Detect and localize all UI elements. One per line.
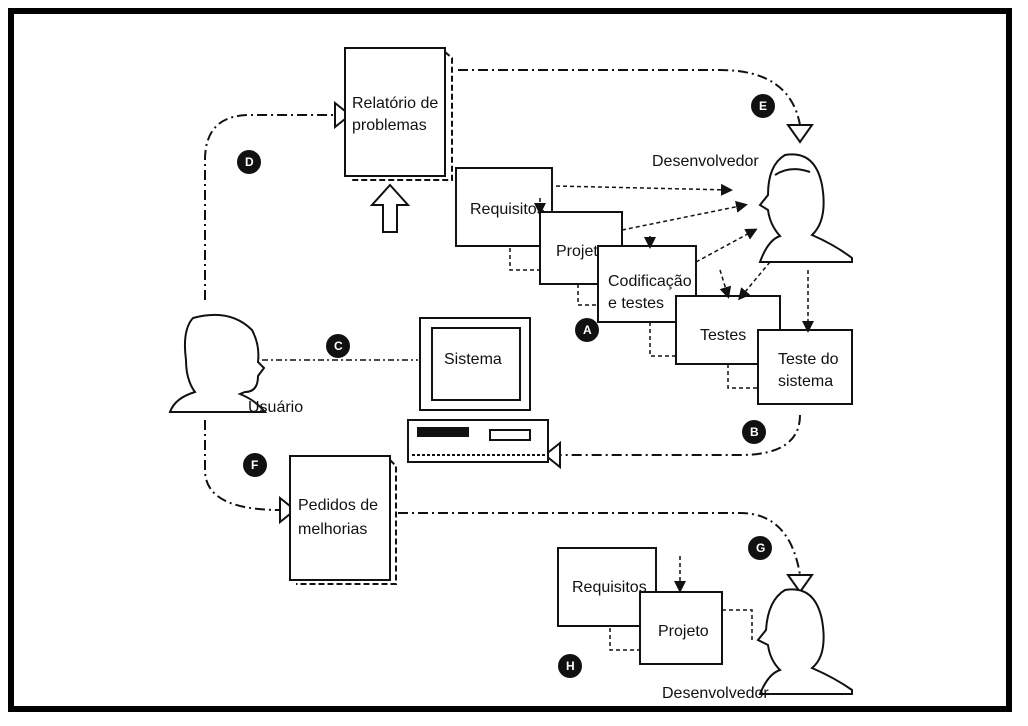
- codificacao-label-line1: Codificação: [608, 273, 692, 290]
- pedidos-document: [290, 456, 396, 584]
- badge-e: E: [751, 94, 775, 118]
- teste-sistema-label-line1: Teste do: [778, 351, 839, 368]
- relatorio-label-line1: Relatório de: [352, 95, 438, 112]
- svg-text:A: A: [583, 323, 592, 337]
- svg-text:G: G: [756, 541, 765, 555]
- svg-text:C: C: [334, 339, 343, 353]
- desenvolvedor-top-label: Desenvolvedor: [652, 153, 759, 170]
- badge-d: D: [237, 150, 261, 174]
- computer-icon: [408, 318, 548, 462]
- testes-label: Testes: [700, 327, 746, 344]
- arrow-usuario-to-relatorio: [205, 115, 335, 300]
- teste-sistema-label-line2: sistema: [778, 373, 833, 390]
- badge-f: F: [243, 453, 267, 477]
- badge-a: A: [575, 318, 599, 342]
- developer-icon-bottom: [758, 589, 852, 694]
- badge-h: H: [558, 654, 582, 678]
- badge-b: B: [742, 420, 766, 444]
- developer-icon-top: [760, 154, 852, 262]
- sistema-label: Sistema: [444, 351, 502, 368]
- arrow-usuario-to-pedidos: [205, 420, 280, 510]
- requisitos-bottom-label: Requisitos: [572, 579, 647, 596]
- up-arrow-icon: [372, 185, 408, 232]
- svg-text:H: H: [566, 659, 575, 673]
- badge-g: G: [748, 536, 772, 560]
- user-icon: [170, 315, 265, 412]
- desenvolvedor-bottom-label: Desenvolvedor: [662, 685, 769, 702]
- svg-text:E: E: [759, 99, 767, 113]
- arrow-relatorio-to-desenvolvedor: [458, 70, 800, 125]
- usuario-label: Usuário: [248, 399, 303, 416]
- relatorio-document: [345, 48, 452, 180]
- svg-text:F: F: [251, 458, 258, 472]
- relatorio-label-line2: problemas: [352, 117, 427, 134]
- badge-c: C: [326, 334, 350, 358]
- requisitos-top-label: Requisitos: [470, 201, 545, 218]
- svg-text:B: B: [750, 425, 759, 439]
- projeto-bottom-label: Projeto: [658, 623, 709, 640]
- pedidos-label-line1: Pedidos de: [298, 497, 378, 514]
- codificacao-label-line2: e testes: [608, 295, 664, 312]
- svg-text:D: D: [245, 155, 254, 169]
- pedidos-label-line2: melhorias: [298, 521, 367, 538]
